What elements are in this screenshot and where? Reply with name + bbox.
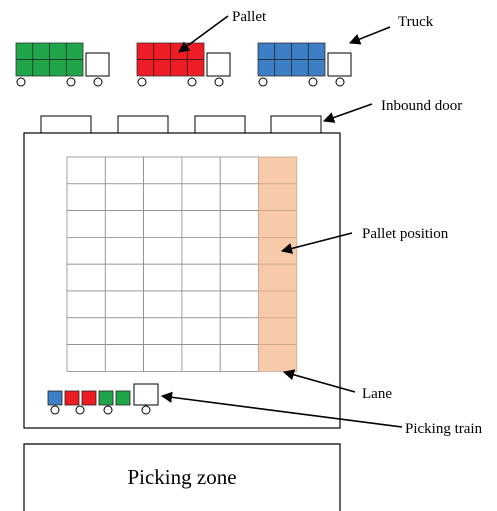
pallet-position-cell	[143, 263, 183, 292]
wheel	[50, 405, 60, 415]
lane-cell	[258, 290, 298, 319]
picking-train	[47, 383, 159, 415]
pallet-position-cell	[219, 263, 259, 292]
pallet-position-cell	[66, 290, 106, 319]
pallet-position-label: Pallet position	[362, 226, 449, 242]
truck	[15, 42, 110, 87]
wheel	[214, 77, 224, 87]
trucks	[15, 42, 352, 87]
wheel	[66, 77, 76, 87]
truck-arrow	[348, 26, 391, 45]
inbound-door	[117, 115, 169, 134]
pallet-position-cell	[219, 317, 259, 345]
pallet-position-cell	[66, 156, 106, 185]
pallet-position-cell	[181, 183, 221, 212]
pallet-label: Pallet	[232, 9, 267, 25]
pallet-position-cell	[66, 183, 106, 212]
wheel	[93, 77, 103, 87]
pallet-position-cell	[181, 236, 221, 265]
wheel	[16, 77, 26, 87]
lane-cell	[258, 344, 298, 372]
pallet-position-cell	[181, 210, 221, 238]
storage-grid	[66, 156, 298, 372]
pallet-position-cell	[181, 317, 221, 345]
pallet-position-cell	[219, 156, 259, 185]
lane-cell	[258, 263, 298, 292]
pallet-position-cell	[219, 344, 259, 372]
truck-cab	[206, 52, 231, 77]
pallet-position-cell	[104, 156, 145, 185]
pallet-position-cell	[219, 290, 259, 319]
inbound-door	[270, 115, 322, 134]
pallet-position-cell	[143, 290, 183, 319]
picking-zone-box	[23, 443, 341, 511]
truck	[257, 42, 352, 87]
wheel	[75, 405, 85, 415]
train-car	[115, 390, 131, 406]
lane-label: Lane	[362, 386, 392, 402]
train-car	[64, 390, 80, 406]
pallet-position-cell	[143, 317, 183, 345]
inbound-door-label: Inbound door	[381, 98, 462, 114]
wheel	[258, 77, 268, 87]
inbound-door	[40, 115, 92, 134]
pallet-position-arrow	[280, 232, 353, 254]
lane-cell	[258, 317, 298, 345]
truck-cab	[327, 52, 352, 77]
pallet-position-cell	[143, 183, 183, 212]
pallet-position-cell	[66, 210, 106, 238]
wheel	[141, 405, 151, 415]
pallet-position-cell	[181, 344, 221, 372]
pallet-position-cell	[219, 236, 259, 265]
pallet-position-cell	[143, 236, 183, 265]
inbound-doors	[40, 115, 322, 134]
pallet-position-cell	[219, 183, 259, 212]
train-car	[81, 390, 97, 406]
pallet-arrow	[178, 15, 229, 53]
pallet-position-cell	[219, 210, 259, 238]
inbound-door	[194, 115, 246, 134]
train-tractor	[133, 383, 159, 406]
pallet-position-cell	[66, 344, 106, 372]
pallet-position-cell	[104, 290, 145, 319]
inbound-door-arrow	[322, 103, 373, 123]
pallet-position-cell	[104, 317, 145, 345]
pallet-position-cell	[181, 156, 221, 185]
pallet-position-cell	[104, 344, 145, 372]
truck-cab	[85, 52, 110, 77]
pallet-position-cell	[143, 210, 183, 238]
lane-cell	[258, 156, 298, 185]
train-car	[47, 390, 63, 406]
lane-cell	[258, 183, 298, 212]
pallet-position-cell	[104, 183, 145, 212]
truck	[136, 42, 231, 87]
pallet-position-cell	[104, 263, 145, 292]
pallet-position-cell	[143, 344, 183, 372]
wheel	[103, 405, 113, 415]
wheel	[187, 77, 197, 87]
picking-zone-label: Picking zone	[127, 465, 236, 489]
pallet-position-cell	[181, 263, 221, 292]
pallet-position-cell	[66, 263, 106, 292]
lane-arrow	[282, 369, 356, 393]
picking-train-label: Picking train	[405, 421, 483, 437]
train-car	[98, 390, 114, 406]
pallet-position-cell	[66, 236, 106, 265]
lane-cell	[258, 210, 298, 238]
wheel	[137, 77, 147, 87]
pallet-position-cell	[66, 317, 106, 345]
lane-cell	[258, 236, 298, 265]
pallet-position-cell	[143, 156, 183, 185]
pallet-position-cell	[181, 290, 221, 319]
wheel	[335, 77, 345, 87]
truck-label: Truck	[398, 14, 434, 30]
wheel	[308, 77, 318, 87]
pallet-position-cell	[104, 210, 145, 238]
picking-train-arrow	[160, 391, 403, 428]
pallet-position-cell	[104, 236, 145, 265]
